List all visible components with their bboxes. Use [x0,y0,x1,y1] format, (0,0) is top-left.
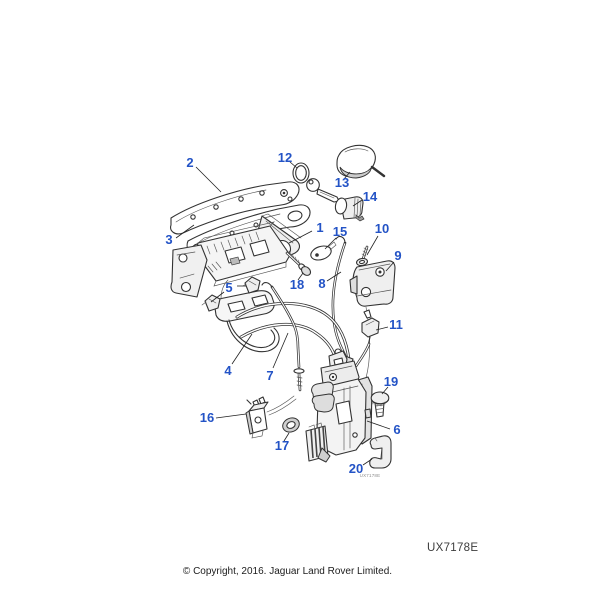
callout-14: 14 [363,189,378,204]
callout-6: 6 [393,422,400,437]
leader-line-15 [324,237,337,250]
leader-line-17 [283,432,290,442]
part-16-drawing [245,395,297,439]
leader-line-5 [210,291,225,303]
part-15-drawing [310,241,337,261]
callout-7: 7 [266,368,273,383]
leader-line-11 [375,326,389,331]
leader-line-1 [288,230,313,244]
callout-18: 18 [290,277,304,292]
callout-15: 15 [333,224,347,239]
leader-line-7 [272,332,289,369]
callout-11: 11 [389,317,403,332]
callout-16: 16 [200,410,214,425]
callout-19: 19 [384,374,398,389]
part-13-drawing [336,144,386,179]
leader-line-3 [175,224,195,239]
callout-5: 5 [225,280,232,295]
part-2-drawing [170,181,300,235]
leader-line-13 [343,171,351,180]
part-9-drawing [349,260,396,307]
part-11-drawing [354,309,380,368]
part-7-drawing [261,282,305,392]
part-6-drawing [305,348,373,463]
callout-10: 10 [375,221,389,236]
callout-1: 1 [316,220,323,235]
leader-line-18 [297,272,304,281]
leader-line-12 [289,161,298,169]
callout-17: 17 [275,438,289,453]
leader-line-9 [385,261,395,272]
leader-line-14 [352,199,363,207]
latch-cable-drawing [235,301,354,368]
leader-line-10 [366,235,379,256]
part-17-drawing [282,417,300,433]
leader-line-8 [326,271,342,282]
inline-figure-code: UX7178E [360,473,381,478]
callout-9: 9 [394,248,401,263]
part-5-drawing [201,276,261,312]
part-18-drawing [285,250,312,276]
leader-line-20 [362,458,373,466]
figure-code: UX7178E [427,542,479,554]
leader-line-2 [195,166,222,193]
callout-3: 3 [165,232,172,247]
callout-13: 13 [335,175,349,190]
callout-12: 12 [278,150,292,165]
callout-2: 2 [186,155,193,170]
part-19-drawing [370,391,390,418]
leader-line-16 [215,413,247,419]
part-14-drawing [334,196,365,222]
part-12-drawing [292,162,340,203]
leader-lines [175,161,395,466]
part-20-drawing [369,435,392,469]
leader-line-19 [381,386,389,395]
callout-20: 20 [349,461,363,476]
leader-line-6 [366,420,391,430]
callout-8: 8 [318,276,325,291]
callout-labels: 1 2 3 4 5 6 7 8 9 10 11 12 13 14 15 16 1… [165,150,402,476]
part-1-drawing [170,213,302,298]
part-10-drawing [355,245,369,267]
part-4-drawing [214,279,280,353]
copyright-text: © Copyright, 2016. Jaguar Land Rover Lim… [182,566,393,577]
callout-4: 4 [224,363,232,378]
leader-line-4 [231,333,253,365]
